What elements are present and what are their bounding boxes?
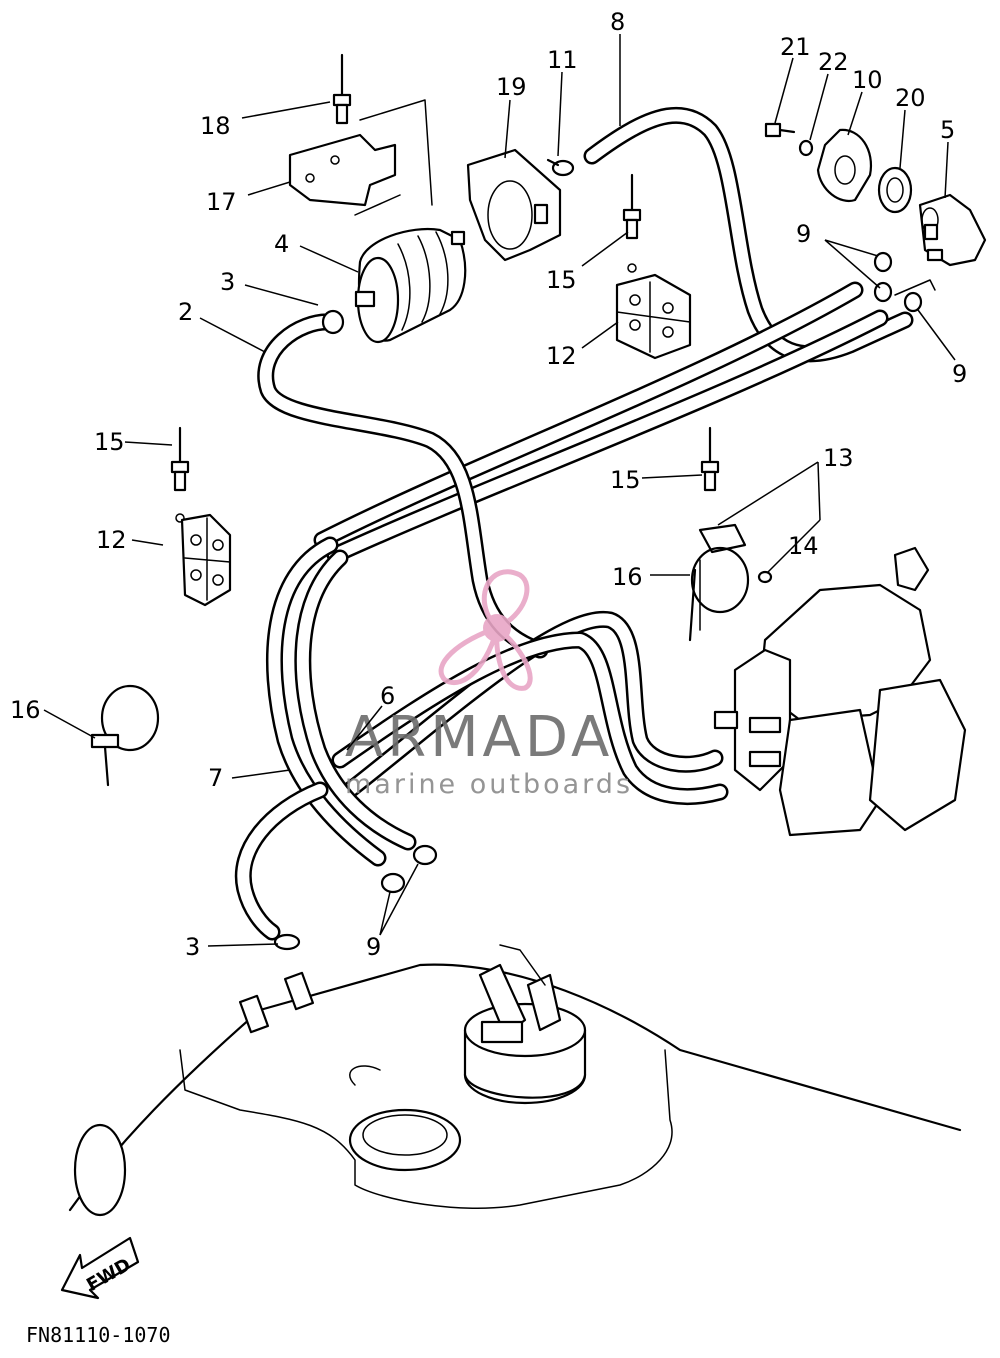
clip-3a [321, 309, 345, 335]
hose-return [331, 631, 729, 805]
hose-vent [234, 781, 329, 941]
rivet-15b [170, 426, 190, 523]
rivet-15c [700, 426, 720, 492]
callout-21: 21 [780, 33, 811, 61]
callout-9b: 9 [952, 360, 967, 388]
rivet-18 [332, 53, 352, 125]
clip-11 [546, 158, 575, 177]
hose-8 [583, 107, 914, 363]
callout-11: 11 [547, 46, 578, 74]
band-16 [90, 684, 160, 787]
filter-bracket-19 [466, 148, 562, 262]
callout-12b: 12 [96, 526, 127, 554]
hose-clamp-block-12a [615, 273, 692, 360]
callout-3b: 3 [185, 933, 200, 961]
callout-3a: 3 [220, 268, 235, 296]
clip-9d [380, 872, 406, 894]
callout-20: 20 [895, 84, 926, 112]
hoses [234, 107, 914, 941]
callout-4: 4 [274, 230, 289, 258]
armada-watermark: ARMADA marine outboards [345, 569, 633, 800]
clip-9e [412, 844, 438, 866]
callout-22: 22 [818, 48, 849, 76]
callout-7: 7 [208, 764, 223, 792]
callout-17: 17 [206, 188, 237, 216]
hose-6 [341, 610, 724, 799]
callout-8: 8 [610, 8, 625, 36]
hose-bundle [313, 281, 889, 564]
leader-lines [43, 34, 956, 947]
callout-16a: 16 [612, 563, 643, 591]
hose-clamp-block-12b [180, 513, 232, 607]
callout-15a: 15 [546, 266, 577, 294]
propeller-blade-3 [494, 625, 533, 691]
watermark-subtitle: marine outboards [345, 769, 633, 800]
fuel-pickup-unit [463, 944, 587, 1105]
callout-15b: 15 [94, 428, 125, 456]
fuel-tank [68, 963, 962, 1217]
callout-5: 5 [940, 116, 955, 144]
rivet-15a [622, 173, 642, 273]
callout-16b: 16 [10, 696, 41, 724]
hose-band-13 [688, 523, 773, 642]
callout-18: 18 [200, 112, 231, 140]
callout-9a: 9 [796, 220, 811, 248]
carburetor [713, 546, 967, 837]
fuel-cock-knob-10 [816, 128, 873, 203]
clip-9a [873, 251, 893, 273]
fuel-cock-5 [894, 193, 987, 296]
callout-13: 13 [823, 444, 854, 472]
watermark-title: ARMADA [345, 705, 613, 770]
callout-2: 2 [178, 298, 193, 326]
callout-6: 6 [380, 682, 395, 710]
callout-9c: 9 [366, 933, 381, 961]
propeller-logo [438, 569, 533, 691]
callout-14: 14 [788, 532, 819, 560]
clip-3b [273, 933, 301, 951]
clip-9c [903, 291, 923, 313]
callout-15c: 15 [610, 466, 641, 494]
propeller-hub [483, 614, 511, 642]
callout-12a: 12 [546, 342, 577, 370]
hose-7 [265, 536, 417, 867]
reference-code: FN81110-1070 [26, 1323, 171, 1347]
propeller-blade-2 [438, 625, 500, 685]
callout-numbers: 8 11 19 21 22 10 20 5 18 17 4 15 3 2 12 … [10, 8, 967, 961]
callout-19: 19 [496, 73, 527, 101]
washer-22 [798, 139, 814, 157]
nut-20 [877, 166, 913, 214]
bolt-21 [764, 122, 796, 138]
propeller-blade-1 [481, 569, 530, 631]
callout-10: 10 [852, 66, 883, 94]
fuel-filter-4 [354, 228, 467, 344]
bracket-17 [288, 99, 433, 216]
forward-arrow: FWD [60, 1236, 140, 1300]
